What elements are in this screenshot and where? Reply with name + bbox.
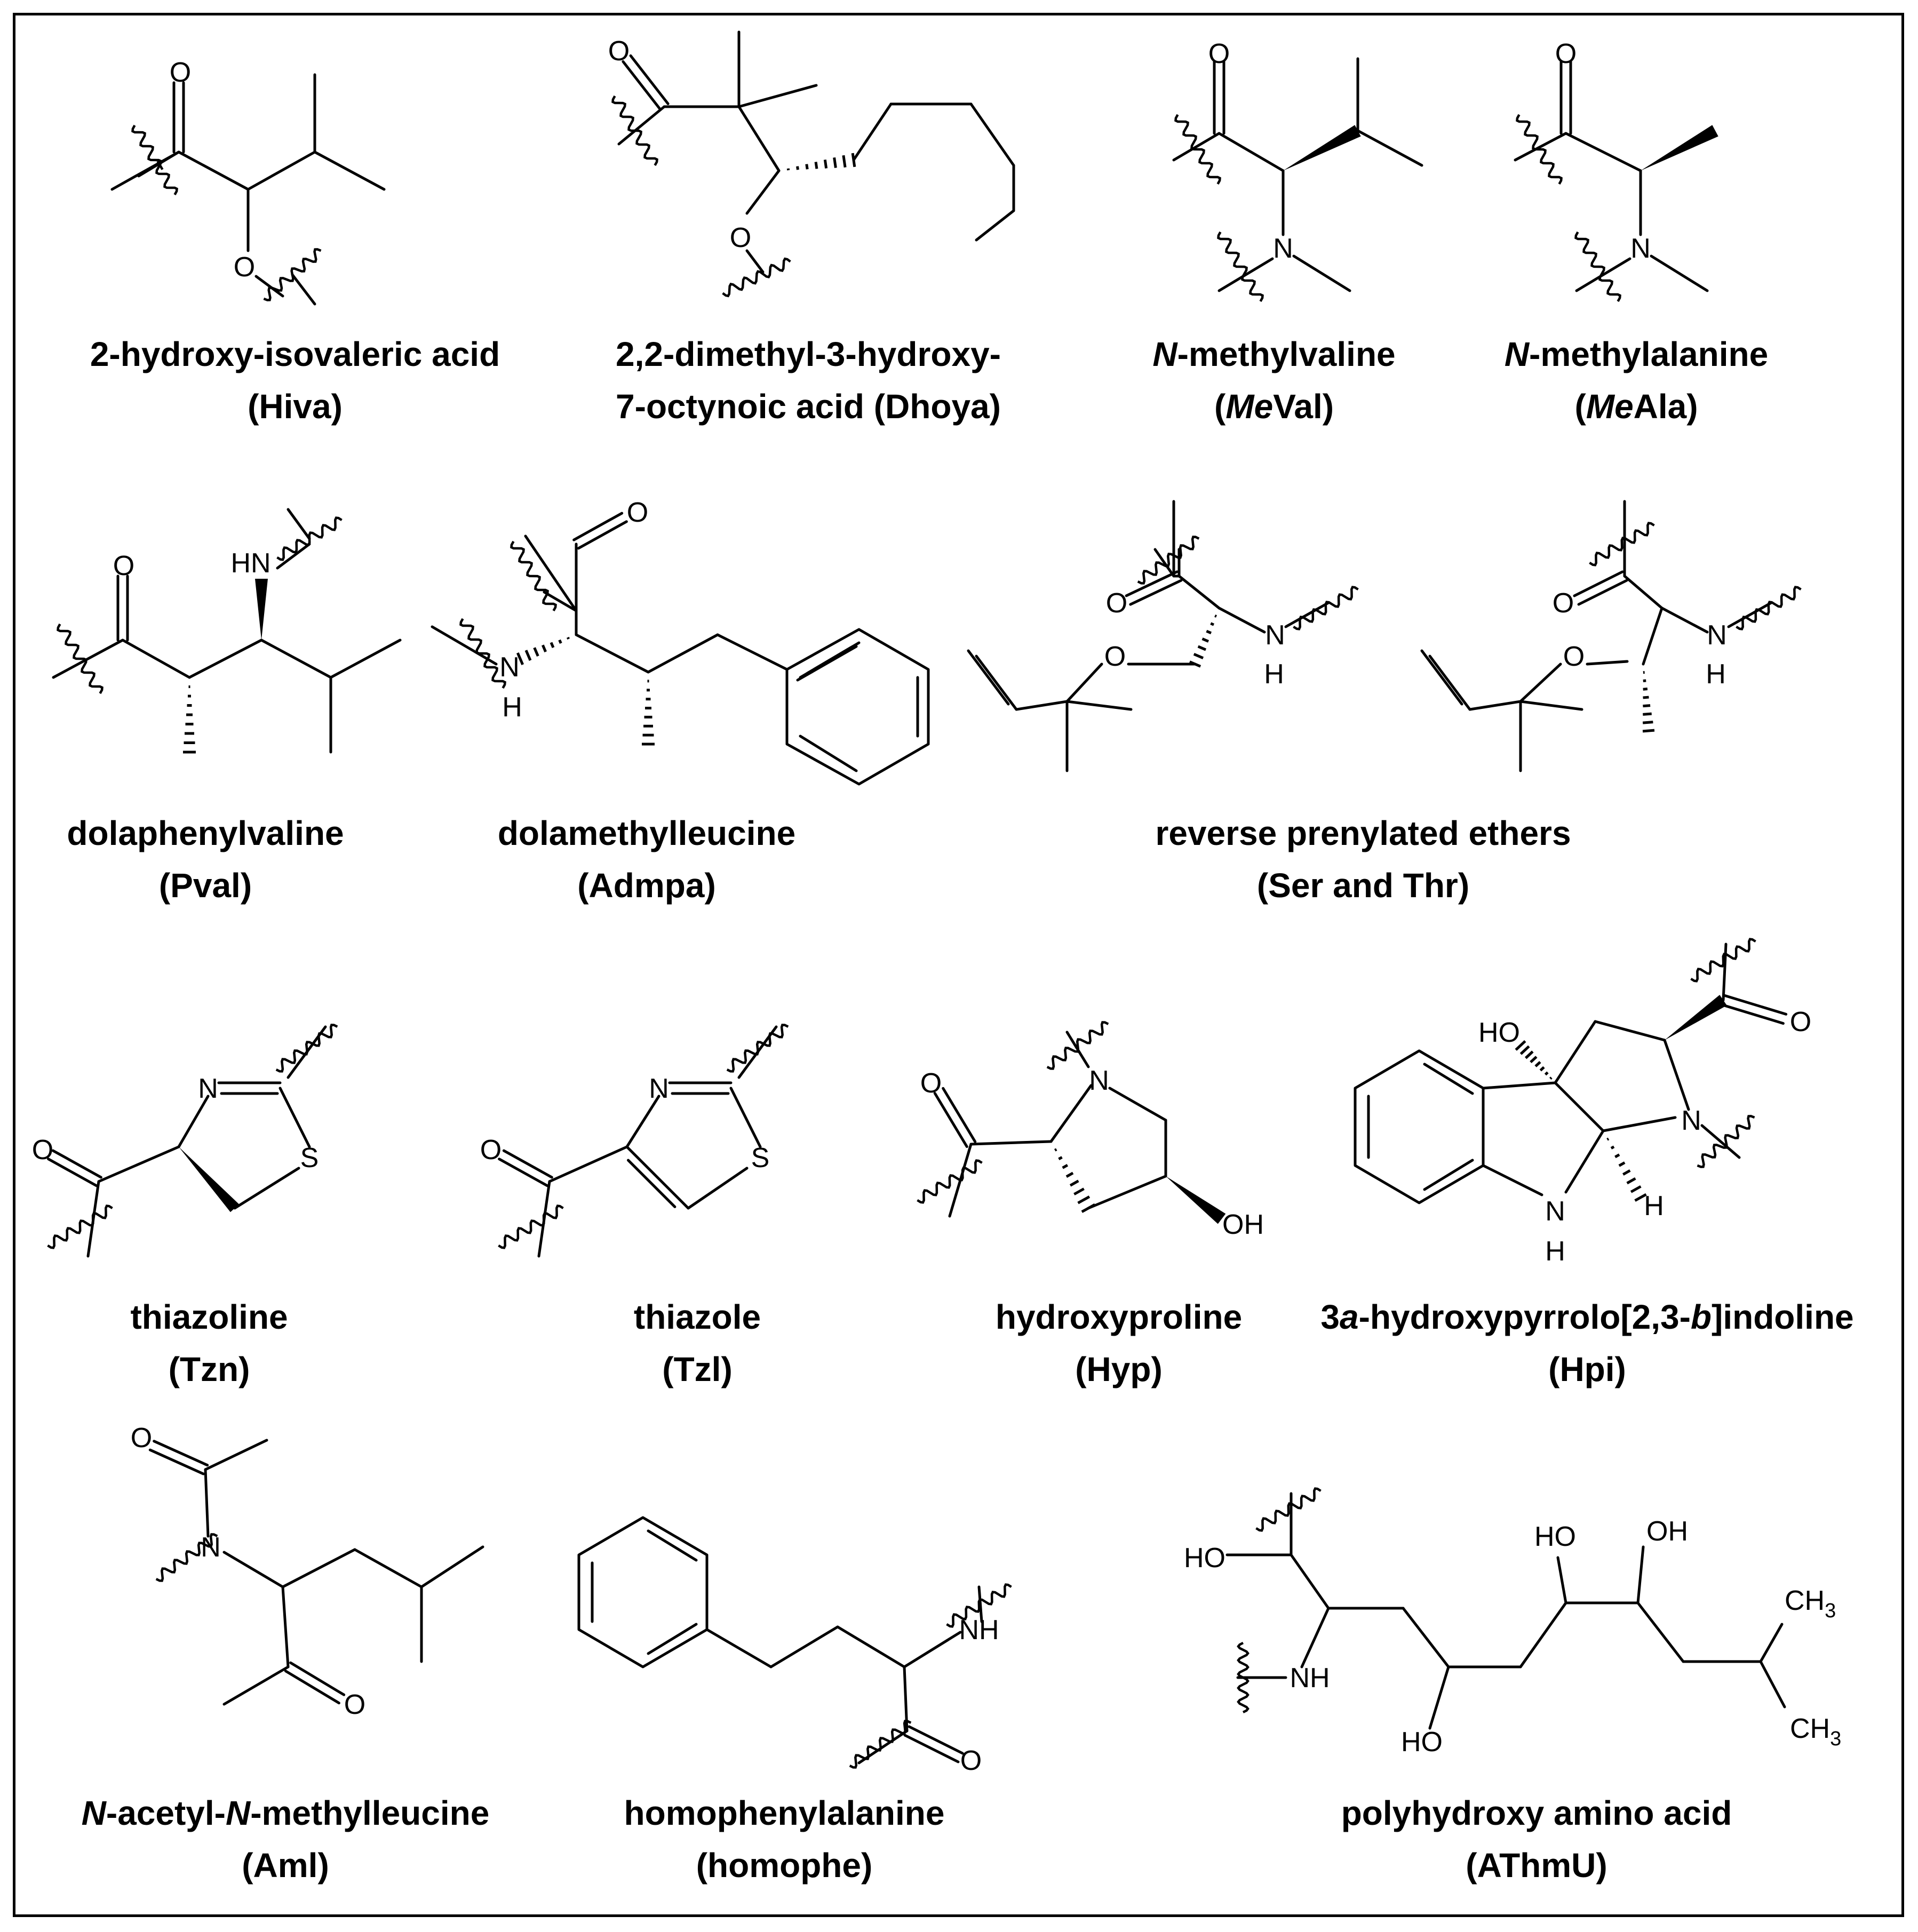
- caption-tzl-name: thiazole: [633, 1298, 761, 1336]
- caption-admpa-abbr: (Admpa): [577, 866, 716, 905]
- svg-text:O: O: [627, 497, 648, 528]
- svg-text:O: O: [730, 222, 751, 253]
- svg-text:O: O: [1208, 38, 1230, 69]
- caption-hyp-abbr: (Hyp): [1075, 1350, 1163, 1388]
- svg-text:HO: HO: [1401, 1727, 1443, 1758]
- caption-dhoya: 2,2-dimethyl-3-hydroxy- 7-octynoic acid …: [616, 328, 1001, 433]
- caption-admpa-name: dolamethylleucine: [497, 814, 796, 852]
- caption-prenyl-abbr: (Ser and Thr): [1256, 866, 1470, 905]
- caption-prenyl-name: reverse prenylated ethers: [1155, 814, 1571, 852]
- caption-homophe-abbr: (homophe): [696, 1846, 873, 1885]
- caption-aml-name: N-acetyl-N-methylleucine: [81, 1794, 490, 1832]
- caption-athmu-abbr: (AThmU): [1466, 1846, 1607, 1885]
- svg-text:O: O: [1553, 588, 1574, 619]
- svg-text:O: O: [113, 550, 134, 581]
- caption-aml: N-acetyl-N-methylleucine (Aml): [82, 1787, 490, 1891]
- caption-hpi: 3a-hydroxypyrrolo[2,3-b]indoline (Hpi): [1320, 1291, 1853, 1395]
- caption-meval-name: N-methylvaline: [1152, 335, 1396, 373]
- caption-tzn-abbr: (Tzn): [168, 1350, 250, 1388]
- caption-meval: N-methylvaline (MeVal): [1152, 328, 1395, 433]
- svg-text:N: N: [1707, 620, 1727, 651]
- svg-text:HO: HO: [1478, 1017, 1520, 1048]
- caption-meala-abbr: (MeAla): [1574, 387, 1698, 426]
- svg-text:H: H: [1644, 1191, 1664, 1222]
- caption-hiva-abbr: (Hiva): [248, 387, 343, 426]
- svg-text:CH3: CH3: [1785, 1585, 1836, 1622]
- caption-pval: dolaphenylvaline (Pval): [67, 807, 344, 912]
- svg-text:N: N: [1681, 1105, 1701, 1136]
- caption-pval-name: dolaphenylvaline: [67, 814, 344, 852]
- svg-text:N: N: [198, 1073, 218, 1104]
- caption-prenyl: reverse prenylated ethers (Ser and Thr): [1155, 807, 1571, 912]
- svg-text:HO: HO: [1534, 1521, 1576, 1552]
- caption-dhoya-abbr: 7-octynoic acid (Dhoya): [616, 387, 1001, 426]
- caption-homophe: homophenylalanine (homophe): [624, 1787, 945, 1891]
- svg-text:N: N: [1089, 1065, 1109, 1096]
- caption-tzl-abbr: (Tzl): [662, 1350, 733, 1388]
- svg-text:O: O: [1106, 588, 1127, 619]
- svg-text:H: H: [1545, 1236, 1565, 1267]
- caption-tzl: thiazole (Tzl): [634, 1291, 761, 1395]
- caption-hyp-name: hydroxyproline: [995, 1298, 1243, 1336]
- svg-text:O: O: [32, 1135, 53, 1165]
- svg-text:H: H: [1264, 659, 1284, 690]
- caption-tzn-name: thiazoline: [130, 1298, 288, 1336]
- svg-text:S: S: [751, 1143, 770, 1173]
- caption-aml-abbr: (Aml): [242, 1846, 329, 1885]
- svg-text:S: S: [300, 1143, 319, 1173]
- caption-athmu: polyhydroxy amino acid (AThmU): [1341, 1787, 1732, 1891]
- svg-text:N: N: [1265, 620, 1285, 651]
- svg-text:O: O: [1563, 641, 1585, 672]
- caption-meala-name: N-methylalanine: [1504, 335, 1769, 373]
- svg-text:HO: HO: [1184, 1543, 1225, 1574]
- svg-text:H: H: [1706, 659, 1726, 690]
- svg-text:O: O: [1104, 641, 1126, 672]
- svg-text:O: O: [131, 1423, 152, 1454]
- caption-tzn: thiazoline (Tzn): [130, 1291, 288, 1395]
- caption-meval-abbr: (MeVal): [1214, 387, 1334, 426]
- svg-text:N: N: [649, 1073, 669, 1104]
- svg-text:O: O: [960, 1745, 982, 1776]
- caption-hpi-abbr: (Hpi): [1548, 1350, 1626, 1388]
- caption-homophe-name: homophenylalanine: [624, 1794, 945, 1832]
- svg-text:NH: NH: [1290, 1663, 1330, 1694]
- svg-text:N: N: [201, 1532, 221, 1563]
- svg-text:O: O: [170, 57, 191, 88]
- caption-meala: N-methylalanine (MeAla): [1505, 328, 1768, 433]
- svg-text:NH: NH: [959, 1615, 999, 1646]
- svg-text:O: O: [1555, 38, 1577, 69]
- svg-text:O: O: [234, 252, 255, 283]
- svg-text:O: O: [344, 1689, 365, 1720]
- svg-text:OH: OH: [1222, 1209, 1264, 1240]
- svg-text:N: N: [1545, 1196, 1565, 1227]
- caption-hpi-name: 3a-hydroxypyrrolo[2,3-b]indoline: [1320, 1298, 1854, 1336]
- caption-pval-abbr: (Pval): [158, 866, 252, 905]
- svg-text:CH3: CH3: [1790, 1713, 1841, 1750]
- svg-text:N: N: [1630, 233, 1651, 264]
- svg-text:HN: HN: [230, 548, 270, 579]
- caption-admpa: dolamethylleucine (Admpa): [498, 807, 795, 912]
- caption-hyp: hydroxyproline (Hyp): [996, 1291, 1242, 1395]
- svg-text:N: N: [1273, 233, 1293, 264]
- svg-text:O: O: [920, 1068, 942, 1099]
- svg-text:O: O: [608, 36, 630, 67]
- caption-hiva-name: 2-hydroxy-isovaleric acid: [90, 335, 500, 373]
- figure-frame: [13, 13, 1904, 1917]
- caption-athmu-name: polyhydroxy amino acid: [1341, 1794, 1732, 1832]
- svg-text:OH: OH: [1646, 1516, 1688, 1547]
- svg-text:O: O: [480, 1135, 502, 1165]
- caption-dhoya-name: 2,2-dimethyl-3-hydroxy-: [616, 335, 1001, 373]
- svg-text:O: O: [1790, 1007, 1811, 1037]
- caption-hiva: 2-hydroxy-isovaleric acid (Hiva): [90, 328, 500, 433]
- svg-text:H: H: [502, 692, 522, 723]
- svg-text:N: N: [499, 652, 520, 683]
